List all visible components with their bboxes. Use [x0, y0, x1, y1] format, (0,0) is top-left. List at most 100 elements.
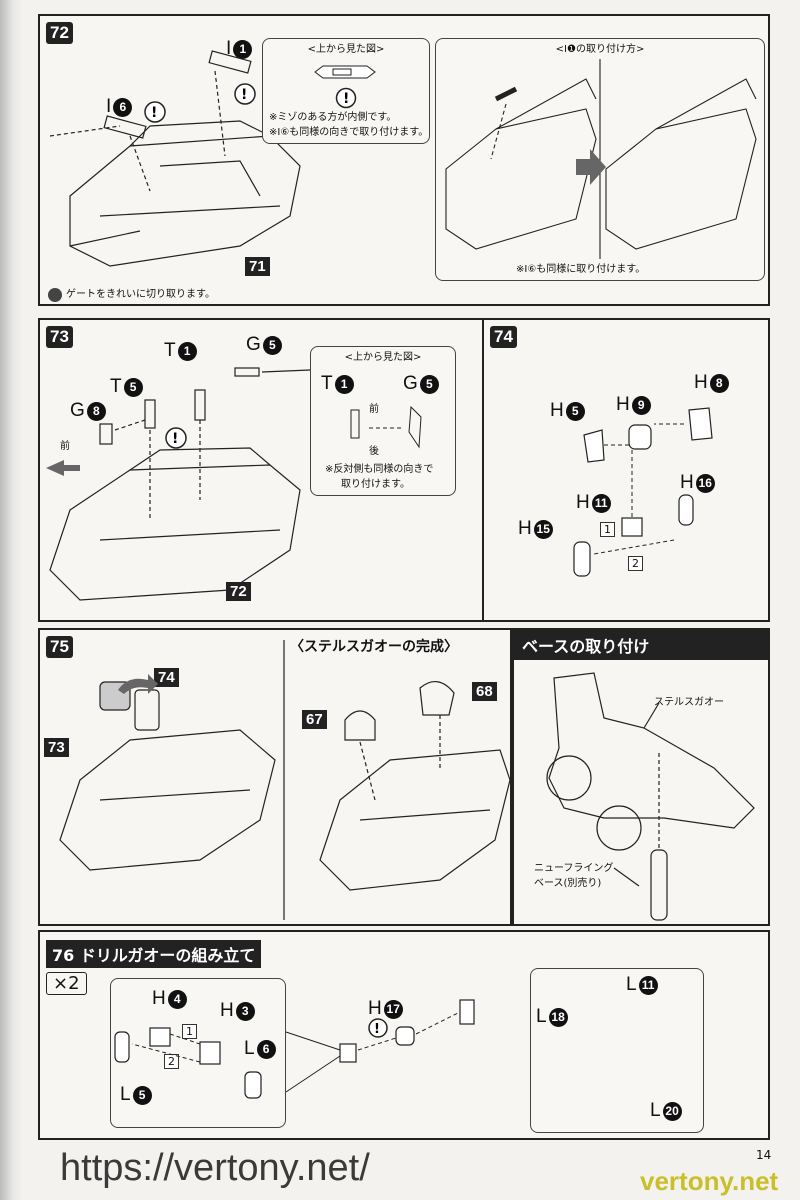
part-letter: G	[403, 373, 418, 394]
part-number: 5	[123, 377, 143, 397]
watermark-footer: vertony.net	[640, 1166, 779, 1196]
front-label: 前	[60, 441, 70, 452]
part-number: 1	[233, 39, 253, 59]
caution-icon: !	[335, 87, 357, 109]
howto-drawing	[445, 59, 757, 259]
part-letter: T	[321, 373, 333, 394]
reference-step-73: 73	[44, 738, 69, 757]
part-letter: H	[518, 518, 532, 539]
gate-note: ゲートをきれいに切り取ります。	[48, 288, 215, 302]
part-number: 5	[565, 401, 585, 421]
flying-base-label-1: ニューフライング	[534, 863, 614, 874]
parts-drawing	[573, 407, 713, 577]
flying-base-label-2: ベース(別売り)	[534, 878, 602, 889]
part-letter: H	[220, 1000, 234, 1021]
part-letter: T	[110, 376, 122, 397]
watermark-url: https://vertony.net/	[60, 1147, 370, 1189]
step-title: ドリルガオーの組み立て	[79, 946, 256, 965]
top-view-inset: <上から見た図> ! ※ミゾのある方が内側です。 ※I⑥も同様の向きで取り付けま…	[262, 38, 430, 144]
part-number: 6	[256, 1039, 276, 1059]
step-number: 75	[46, 636, 73, 658]
svg-text:!: !	[172, 431, 178, 447]
ship-assembly-drawing: !	[46, 367, 311, 601]
top-view-title: <上から見た図>	[307, 44, 385, 55]
svg-text:!: !	[241, 87, 247, 103]
part-letter: G	[246, 334, 261, 355]
part-number: 8	[709, 373, 729, 393]
rotate-arrow-icon	[118, 674, 158, 694]
part-letter: L	[626, 974, 637, 995]
front-arrow-icon	[46, 460, 80, 476]
order-marker-2: 2	[628, 556, 643, 571]
top-view-note-2: 取り付けます。	[341, 479, 410, 490]
reference-step-74: 74	[154, 668, 179, 687]
page-number: 14	[756, 1148, 772, 1162]
part-letter: H	[616, 394, 630, 415]
part-letter: L	[536, 1006, 547, 1027]
reference-step-71: 71	[245, 257, 270, 276]
step-number: 74	[490, 326, 517, 348]
quantity-multiplier: ×2	[46, 972, 87, 995]
part-number: 17	[383, 999, 403, 1019]
howto-title: <I❶の取り付け方>	[555, 44, 645, 55]
base-section-title: ベースの取り付け	[514, 630, 768, 660]
step-number: 72	[46, 22, 73, 44]
howto-inset: <I❶の取り付け方> ※I⑥も同様に取り付けます。	[435, 38, 765, 281]
howto-note: ※I⑥も同様に取り付けます。	[516, 264, 646, 275]
part-letter: H	[368, 998, 382, 1019]
stealth-gao-label: ステルスガオー	[654, 697, 724, 708]
top-view-drawing	[350, 405, 422, 449]
top-view-note-2: ※I⑥も同様の向きで取り付けます。	[269, 127, 429, 138]
part-top-view	[314, 65, 376, 79]
step-76-title: 76 ドリルガオーの組み立て	[46, 940, 262, 968]
part-letter: H	[550, 400, 564, 421]
ship-assembly-drawing	[59, 640, 511, 920]
top-view-note-1: ※反対側も同様の向きで	[325, 464, 434, 475]
part-number: 1	[334, 374, 354, 394]
step-number: 76	[52, 946, 75, 965]
gate-note-text: ゲートをきれいに切り取ります。	[66, 289, 215, 300]
svg-text:!: !	[374, 1022, 380, 1037]
part-letter: H	[694, 372, 708, 393]
nipper-icon	[48, 288, 62, 302]
binding-spine	[0, 0, 22, 1200]
order-marker-2: 2	[164, 1054, 179, 1069]
part-letter: L	[120, 1084, 131, 1105]
part-letter: G	[70, 400, 85, 421]
part-number: 18	[548, 1007, 568, 1027]
front-label: 前	[369, 404, 379, 415]
svg-text:!: !	[343, 91, 349, 107]
part-number: 5	[132, 1085, 152, 1105]
part-number: 11	[591, 493, 611, 513]
reference-step-72: 72	[226, 582, 251, 601]
reference-step-68: 68	[472, 682, 497, 701]
reference-step-67: 67	[302, 710, 327, 729]
top-view-note-1: ※ミゾのある方が内側です。	[269, 112, 397, 123]
part-letter: T	[164, 340, 176, 361]
part-letter: L	[244, 1038, 255, 1059]
order-marker-1: 1	[600, 522, 615, 537]
part-letter: I	[226, 38, 232, 59]
